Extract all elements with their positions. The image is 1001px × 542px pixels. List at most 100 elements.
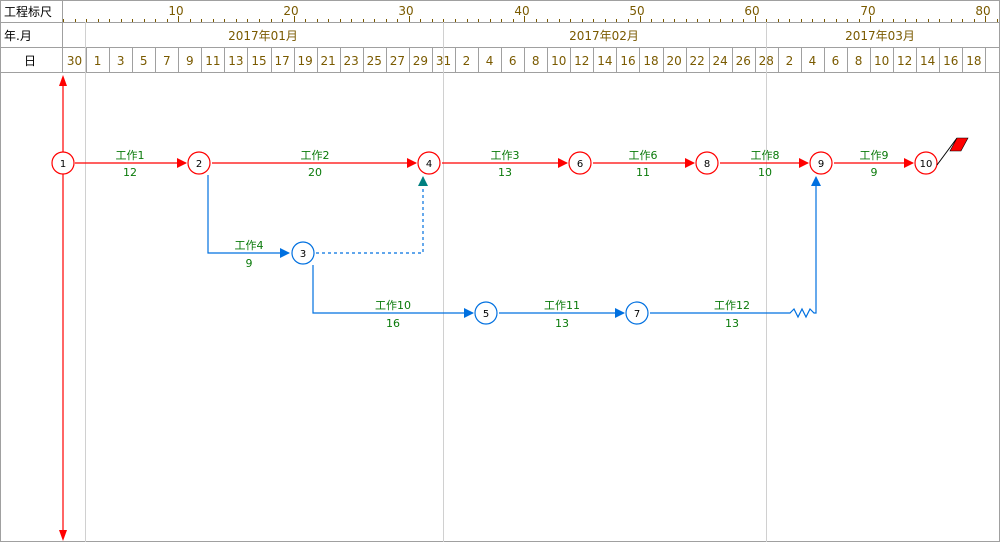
ruler-tick-label: 30 — [398, 4, 413, 18]
day-label: 4 — [809, 54, 817, 68]
event-node[interactable]: 6 — [568, 151, 592, 175]
node-number: 3 — [300, 249, 306, 260]
day-label: 18 — [643, 54, 658, 68]
day-label: 4 — [486, 54, 494, 68]
task-name: 工作9 — [860, 149, 889, 162]
day-label: 17 — [274, 54, 289, 68]
event-node[interactable]: 1 — [51, 151, 75, 175]
day-label: 6 — [832, 54, 840, 68]
day-label: 13 — [228, 54, 243, 68]
day-label: 24 — [713, 54, 728, 68]
event-node[interactable]: 10 — [914, 151, 938, 175]
day-title: 日 — [24, 54, 36, 68]
node-number: 9 — [818, 159, 824, 170]
day-label: 27 — [390, 54, 405, 68]
task-duration: 11 — [636, 166, 650, 179]
task-duration: 13 — [555, 317, 569, 330]
node-number: 6 — [577, 159, 583, 170]
day-label: 23 — [344, 54, 359, 68]
day-label: 14 — [920, 54, 935, 68]
day-label: 30 — [67, 54, 82, 68]
event-node[interactable]: 5 — [474, 301, 498, 325]
ruler-tick-label: 60 — [744, 4, 759, 18]
ruler-tick-label: 50 — [629, 4, 644, 18]
day-label: 8 — [532, 54, 540, 68]
day-label: 3 — [117, 54, 125, 68]
flag-pole — [936, 137, 958, 166]
task-arrow — [312, 265, 474, 318]
day-label: 1 — [94, 54, 102, 68]
task-name: 工作10 — [375, 299, 411, 312]
ruler-minor-ticks — [63, 16, 998, 22]
task-name: 工作11 — [544, 299, 580, 312]
start-axis-up-arrow — [59, 75, 67, 86]
day-label: 21 — [321, 54, 336, 68]
node-circle — [417, 151, 441, 175]
day-label: 6 — [509, 54, 517, 68]
day-label: 11 — [205, 54, 220, 68]
event-node[interactable]: 4 — [417, 151, 441, 175]
node-circle — [51, 151, 75, 175]
task-labels: 工作1 12 工作2 20 工作3 13 工作6 11 工作8 10 工作9 9… — [116, 149, 889, 330]
ruler-tick-label: 10 — [168, 4, 183, 18]
node-circle — [914, 151, 938, 175]
day-label: 12 — [574, 54, 589, 68]
red-flag-icon — [936, 137, 969, 166]
day-label: 16 — [620, 54, 635, 68]
task-name: 工作8 — [751, 149, 780, 162]
task-arrow — [207, 175, 290, 258]
dummy-link-arrow — [316, 176, 428, 254]
day-label: 29 — [413, 54, 428, 68]
node-circle — [695, 151, 719, 175]
start-axis-down-arrow — [59, 530, 67, 541]
month-row: 2017年01月 2017年02月 2017年03月 — [85, 22, 915, 542]
event-node[interactable]: 2 — [187, 151, 211, 175]
day-label: 2 — [786, 54, 794, 68]
ruler-tick-label: 70 — [860, 4, 875, 18]
event-node[interactable]: 9 — [809, 151, 833, 175]
day-label: 8 — [855, 54, 863, 68]
ruler-labels: 10 20 30 40 50 60 70 80 — [168, 4, 990, 18]
task-duration: 13 — [498, 166, 512, 179]
day-label: 12 — [897, 54, 912, 68]
task-name: 工作4 — [235, 239, 264, 252]
day-label: 15 — [251, 54, 266, 68]
node-number: 8 — [704, 159, 710, 170]
ruler-tick-label: 80 — [975, 4, 990, 18]
task-duration: 9 — [246, 257, 253, 270]
ruler-tick-label: 40 — [514, 4, 529, 18]
task-arrow-with-free-float — [650, 176, 821, 319]
node-circle — [568, 151, 592, 175]
day-label: 31 — [436, 54, 451, 68]
day-label: 9 — [186, 54, 194, 68]
node-circle — [474, 301, 498, 325]
event-node[interactable]: 8 — [695, 151, 719, 175]
day-label: 18 — [966, 54, 981, 68]
ruler-title: 工程标尺 — [4, 4, 52, 19]
day-label: 16 — [943, 54, 958, 68]
node-circle — [625, 301, 649, 325]
node-circle — [291, 241, 315, 265]
task-duration: 13 — [725, 317, 739, 330]
day-label: 25 — [367, 54, 382, 68]
day-label: 7 — [163, 54, 171, 68]
event-node[interactable]: 7 — [625, 301, 649, 325]
node-number: 1 — [60, 159, 66, 170]
task-name: 工作6 — [629, 149, 658, 162]
day-label: 28 — [759, 54, 774, 68]
node-circle — [187, 151, 211, 175]
non-critical-paths — [207, 175, 821, 319]
node-number: 4 — [426, 159, 432, 170]
task-name: 工作2 — [301, 149, 330, 162]
flag-cloth — [949, 137, 969, 152]
day-label: 14 — [597, 54, 612, 68]
node-number: 5 — [483, 309, 489, 320]
node-circle — [809, 151, 833, 175]
event-node[interactable]: 3 — [291, 241, 315, 265]
day-label: 26 — [736, 54, 751, 68]
task-duration: 20 — [308, 166, 322, 179]
month-label: 2017年02月 — [569, 29, 639, 43]
